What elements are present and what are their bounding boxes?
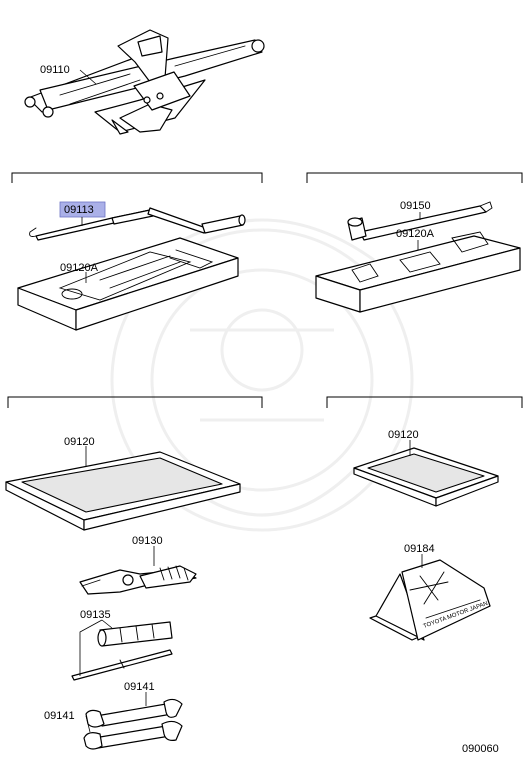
tool-bag-right[interactable]	[353, 447, 499, 507]
diagram-code: 090060	[462, 743, 499, 755]
label-09130[interactable]: 09130	[132, 535, 163, 547]
label-09120-left[interactable]: 09120	[64, 436, 95, 448]
label-09113-highlight	[59, 201, 106, 218]
tool-bag-left[interactable]	[5, 451, 241, 531]
label-09113[interactable]: 09113	[64, 204, 94, 216]
watermark-emblem	[110, 218, 414, 532]
tool-tray-right[interactable]	[315, 231, 521, 313]
jack-handle-rod[interactable]	[29, 207, 246, 241]
pliers[interactable]	[79, 565, 197, 595]
label-09141-top[interactable]: 09141	[124, 681, 155, 693]
leader-09135	[79, 619, 113, 676]
label-09110[interactable]: 09110	[40, 64, 70, 76]
tool-tray-left[interactable]	[17, 237, 239, 331]
leader-09110	[79, 69, 97, 85]
wrench-bottom[interactable]	[83, 720, 183, 750]
group-brackets	[7, 172, 523, 408]
jack-handle-bar[interactable]	[347, 201, 493, 241]
label-09141-bottom[interactable]: 09141	[44, 710, 75, 722]
label-09120-right[interactable]: 09120	[388, 429, 419, 441]
label-09120A-right[interactable]: 09120A	[396, 228, 435, 240]
warning-triangle[interactable]	[369, 559, 491, 641]
label-09120A-left[interactable]: 09120A	[60, 262, 99, 274]
label-09150[interactable]: 09150	[400, 200, 431, 212]
screwdriver[interactable]	[71, 621, 173, 681]
label-09184[interactable]: 09184	[404, 543, 435, 555]
scissor-jack[interactable]	[24, 29, 265, 135]
leader-09141-bottom	[85, 715, 91, 733]
label-09135[interactable]: 09135	[80, 609, 111, 621]
wrench-top[interactable]	[85, 698, 183, 728]
